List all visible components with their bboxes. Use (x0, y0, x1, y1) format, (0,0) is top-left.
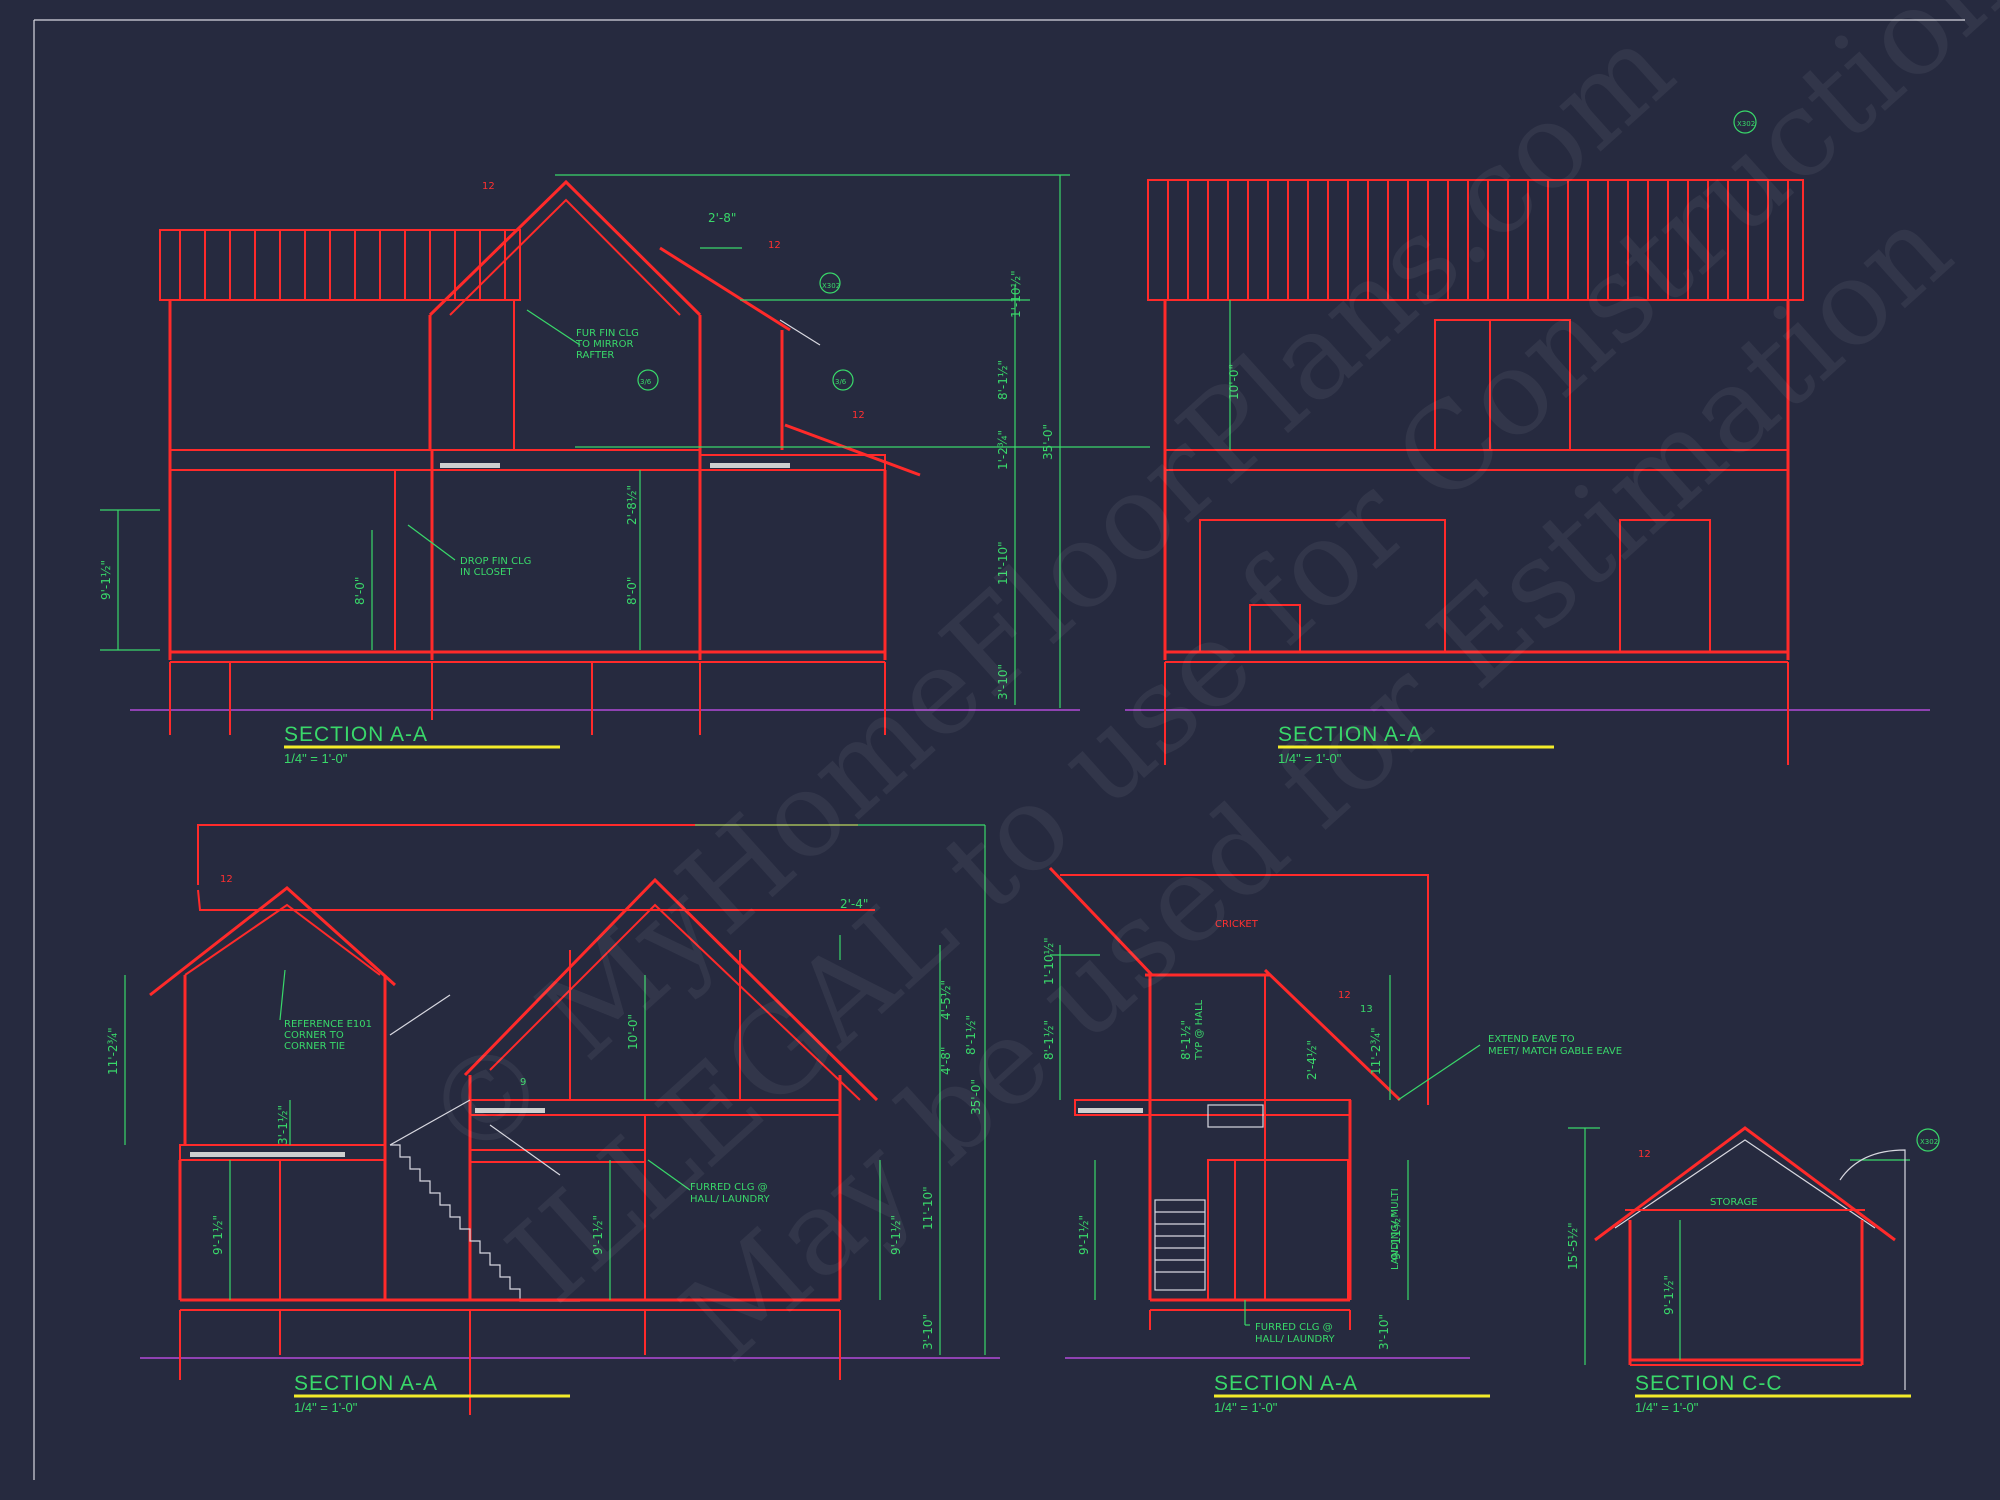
dim-11-2-c: 11'-2¾" (1369, 1027, 1383, 1075)
dim-11-2: 11'-2¾" (106, 1027, 120, 1075)
section-title-text: SECTION A-A (294, 1372, 438, 1395)
slope-12-c: 12 (852, 410, 865, 421)
dim-8-0-b: 8'-0" (625, 577, 639, 605)
dim-2-8: 2'-8" (708, 211, 736, 225)
note-extend-1: EXTEND EAVE TO (1488, 1034, 1575, 1045)
section-scale-text: 1/4" = 1'-0" (294, 1400, 358, 1415)
section-drawing-2: 10'-0" X302 (1125, 110, 1930, 765)
dim-2-4: 2'-4" (840, 897, 868, 911)
dim-15-5: 15'-5½" (1566, 1222, 1580, 1270)
dim-1-2: 1'-2¾" (996, 430, 1010, 470)
dim-4-8: 4'-8" (939, 1047, 953, 1075)
callout-frac-a: 3/6 (640, 378, 652, 386)
note-furred-b2: HALL/ LAUNDRY (1255, 1334, 1336, 1345)
dim-8-1: 8'-1½" (996, 360, 1010, 400)
dim-1-10: 1'-10½" (1009, 270, 1023, 318)
dim-8-1-typ: 8'-1½" (1179, 1020, 1193, 1060)
slope-9: 9 (520, 1077, 526, 1088)
callout-frac-b: 3/6 (835, 378, 847, 386)
dim-9-1-c: 9'-1½" (211, 1215, 225, 1255)
section-scale-text: 1/4" = 1'-0" (1278, 751, 1342, 766)
slope-12-f: 12 (1638, 1149, 1651, 1160)
section-title-text: SECTION A-A (284, 723, 428, 746)
slope-12-a: 12 (482, 181, 495, 192)
note-storage: STORAGE (1710, 1197, 1758, 1208)
slope-12-e: 12 (1338, 990, 1351, 1001)
section-title-2: SECTION A-A 1/4" = 1'-0" (1278, 723, 1554, 766)
dim-3-10-b: 3'-10" (921, 1314, 935, 1350)
note-fur-fin-1: FUR FIN CLG (576, 328, 639, 339)
note-ref-2: CORNER TO (284, 1030, 344, 1041)
section-title-4: SECTION A-A 1/4" = 1'-0" (1214, 1372, 1490, 1415)
note-drop-1: DROP FIN CLG (460, 556, 531, 567)
slope-12-b: 12 (768, 240, 781, 251)
sheet-border (33, 19, 1965, 1480)
callout-ref-b: X302 (1737, 120, 1755, 128)
section-title-text: SECTION A-A (1214, 1372, 1358, 1395)
dim-3-10: 3'-10" (996, 664, 1010, 700)
section-drawing-1: 2'-8" 1'-10½" 8'-1½" 1'-2¾" 11'-10" 3'-1… (99, 174, 1150, 735)
callout-ref-a: X302 (822, 282, 840, 290)
section-title-1: SECTION A-A 1/4" = 1'-0" (284, 723, 560, 766)
dim-3-1: 3'-1½" (276, 1105, 290, 1145)
note-landing: LANDING/ MULTI (1390, 1188, 1401, 1270)
slope-13: 13 (1360, 1004, 1373, 1015)
dim-4-5: 4'-5½" (939, 980, 953, 1020)
dim-9-1: 9'-1½" (99, 560, 113, 600)
slope-12-d: 12 (220, 874, 233, 885)
watermark-line-2: ILLEGAL to use for Construction (482, 0, 2000, 1329)
note-drop-2: IN CLOSET (460, 567, 513, 578)
dim-9-1-g: 9'-1½" (1662, 1275, 1676, 1315)
dim-2-8b: 2'-8½" (625, 485, 639, 525)
section-title-3: SECTION A-A 1/4" = 1'-0" (294, 1372, 570, 1415)
dim-9-1-f: 9'-1½" (1077, 1215, 1091, 1255)
note-fur-fin-2: TO MIRROR (575, 339, 634, 350)
dim-35-b: 35'-0" (969, 1079, 983, 1115)
note-extend-2: MEET/ MATCH GABLE EAVE (1488, 1046, 1622, 1057)
section-drawing-5: X302 15'-5½" 9'-1½" STORAGE 12 (1566, 1126, 1940, 1390)
callout-ref-c: X302 (1920, 1138, 1938, 1146)
dim-1-10-c: 1'-10½" (1042, 937, 1056, 985)
dim-8-1-c: 8'-1½" (1042, 1020, 1056, 1060)
note-fur-fin-3: RAFTER (576, 350, 614, 361)
dim-10-0: 10'-0" (1227, 364, 1241, 400)
note-ref-1: REFERENCE E101 (284, 1019, 372, 1030)
note-furred-b1: FURRED CLG @ (1255, 1322, 1333, 1333)
section-title-text: SECTION A-A (1278, 723, 1422, 746)
dim-9-1-e: 9'-1½" (889, 1215, 903, 1255)
section-drawing-3: 2'-4" 11'-2¾" 3'-1½" 10'-0" 4'-8" 4'-5½"… (106, 824, 1000, 1415)
dim-8-1-b: 8'-1½" (964, 1015, 978, 1055)
dim-10-0-b: 10'-0" (626, 1014, 640, 1050)
section-drawing-4: 1'-10½" 8'-1½" 8'-1½" TYP @ HALL 2'-4½" … (1042, 866, 1622, 1359)
note-furred-a2: HALL/ LAUNDRY (690, 1194, 771, 1205)
section-scale-text: 1/4" = 1'-0" (284, 751, 348, 766)
dim-2-4-c: 2'-4½" (1305, 1040, 1319, 1080)
dim-35-0: 35'-0" (1041, 424, 1055, 460)
note-ref-3: CORNER TIE (284, 1041, 345, 1052)
section-scale-text: 1/4" = 1'-0" (1214, 1400, 1278, 1415)
dim-11-10: 11'-10" (996, 541, 1010, 585)
dim-9-1-d: 9'-1½" (591, 1215, 605, 1255)
dim-11-10-b: 11'-10" (921, 1186, 935, 1230)
dim-8-0-a: 8'-0" (353, 577, 367, 605)
dim-9-11: 9'-11½" (1389, 1212, 1403, 1260)
note-cricket: CRICKET (1215, 919, 1259, 930)
note-typ-hall: TYP @ HALL (1194, 999, 1205, 1061)
section-scale-text: 1/4" = 1'-0" (1635, 1400, 1699, 1415)
note-furred-a1: FURRED CLG @ (690, 1182, 768, 1193)
section-title-5: SECTION C-C 1/4" = 1'-0" (1635, 1372, 1911, 1415)
section-title-text: SECTION C-C (1635, 1372, 1783, 1395)
dim-3-10-c: 3'-10" (1377, 1314, 1391, 1350)
